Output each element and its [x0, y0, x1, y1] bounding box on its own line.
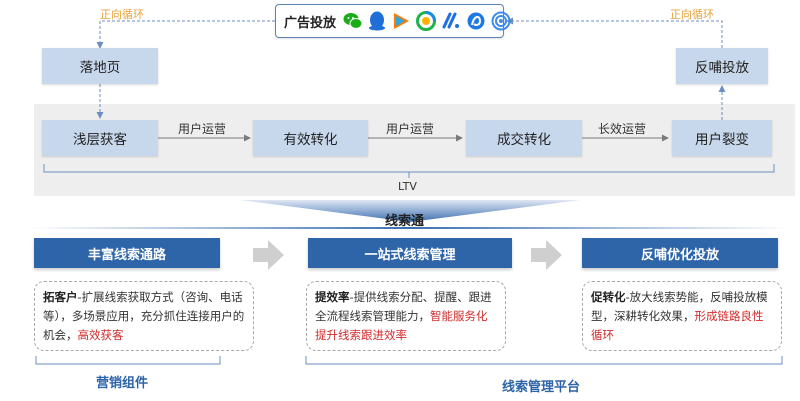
xst-triangle: [240, 200, 580, 222]
edge-label-longterm: 长效运营: [598, 122, 647, 136]
card-efficiency: 提效率-提供线索分配、提醒、跟进全流程线索管理能力，智能服务化提升线索跟进效率: [306, 281, 506, 351]
node-landing-page: 落地页: [42, 48, 158, 84]
label-marketing-components: 营销组件: [96, 376, 149, 391]
loop-label-right: 正向循环: [670, 8, 714, 21]
app-store-icon: [416, 11, 437, 31]
xst-label: 线索通: [385, 214, 425, 229]
loop-line-right: [506, 17, 723, 48]
ad-delivery-box: 广告投放: [275, 4, 511, 38]
tencent-video-icon: [391, 11, 411, 31]
ring-app-icon: [491, 11, 511, 31]
qq-penguin-icon: [368, 11, 386, 31]
header-rich-channels: 丰富线索通路: [34, 238, 220, 268]
node-deal-conversion: 成交转化: [466, 120, 582, 156]
news-app-icon: [441, 11, 461, 31]
chevron-arrow-1: [253, 240, 284, 270]
browser-icon: [466, 11, 486, 31]
card-body: -扩展线索获取方式（咨询、电话等），多场景应用，充分抓住连接用户的机会，: [43, 290, 245, 342]
funnel-band: [34, 104, 795, 196]
header-onestop-management: 一站式线索管理: [308, 238, 512, 268]
card-highlight: 高效获客: [77, 328, 124, 342]
chevron-arrow-2: [531, 240, 562, 270]
card-lead: 拓客户: [43, 290, 78, 304]
card-body: -提供线索分配、提醒、跟进全流程线索管理能力，: [315, 290, 492, 323]
header-feedback-optimize: 反哺优化投放: [582, 238, 778, 268]
ad-title: 广告投放: [284, 15, 337, 31]
wechat-icon: [343, 11, 363, 31]
edge-label-ops-1: 用户运营: [178, 122, 227, 136]
node-effective-conversion: 有效转化: [253, 120, 368, 156]
loop-label-left: 正向循环: [100, 8, 144, 21]
card-conversion: 促转化-放大线索势能，反哺投放模型，深耕转化效果，形成链路良性循环: [582, 281, 782, 351]
label-lead-management-platform: 线索管理平台: [502, 380, 581, 395]
card-lead: 促转化: [591, 290, 626, 304]
ltv-label: LTV: [398, 180, 417, 193]
node-feedback-delivery: 反哺投放: [676, 48, 768, 84]
edge-label-ops-2: 用户运营: [386, 122, 435, 136]
card-body: -放大线索势能，反哺投放模型，深耕转化效果，: [591, 290, 768, 323]
card-highlight: 智能服务化提升线索跟进效率: [315, 309, 488, 342]
node-user-fission: 用户裂变: [672, 120, 772, 156]
card-lead: 提效率: [315, 290, 350, 304]
card-acquire-customers: 拓客户-扩展线索获取方式（咨询、电话等），多场景应用，充分抓住连接用户的机会，高…: [34, 281, 254, 351]
card-highlight: 形成链路良性循环: [591, 309, 764, 342]
node-shallow-acquisition: 浅层获客: [42, 120, 158, 156]
loop-line-left: [96, 20, 275, 49]
